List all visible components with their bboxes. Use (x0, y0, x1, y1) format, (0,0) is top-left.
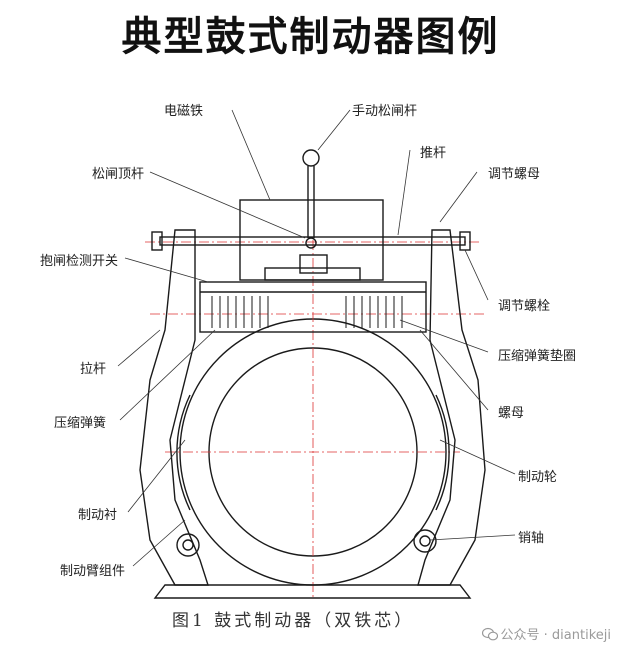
spring-housing (199, 281, 427, 333)
label-brake-arm-assembly: 制动臂组件 (60, 564, 126, 579)
left-brake-lining (176, 394, 191, 511)
watermark: 公众号 · diantikeji (481, 624, 611, 643)
right-pin-shaft (413, 529, 437, 553)
page-title: 典型鼓式制动器图例 (121, 13, 500, 60)
left-pin-shaft (176, 533, 200, 557)
watermark-text: 公众号 · diantikeji (500, 628, 611, 643)
label-brake-wheel: 制动轮 (518, 470, 558, 485)
label-brake-lining: 制动衬 (78, 508, 118, 523)
right-brake-arm (417, 229, 486, 586)
label-adjust-nut: 调节螺母 (488, 167, 541, 182)
push-rod (159, 236, 466, 246)
label-release-push-rod: 松闸顶杆 (92, 167, 145, 182)
label-compression-spring: 压缩弹簧 (54, 416, 107, 431)
base (153, 584, 472, 599)
label-pull-rod: 拉杆 (80, 362, 107, 377)
label-push-rod: 推杆 (420, 146, 447, 161)
label-pin-shaft: 销轴 (518, 531, 545, 546)
figure-caption: 图1 鼓式制动器（双铁芯） (172, 611, 415, 631)
label-spring-washer: 压缩弹簧垫圈 (498, 349, 577, 364)
label-manual-release-lever: 手动松闸杆 (352, 104, 418, 119)
label-brake-detect-switch: 抱闸检测开关 (40, 254, 119, 269)
wechat-icon (481, 627, 498, 641)
label-electromagnet: 电磁铁 (164, 104, 204, 119)
label-nut: 螺母 (498, 406, 525, 421)
right-brake-lining (435, 394, 450, 511)
lever-knob (302, 149, 320, 167)
left-brake-arm (139, 229, 209, 586)
label-adjust-bolt: 调节螺栓 (498, 299, 551, 314)
